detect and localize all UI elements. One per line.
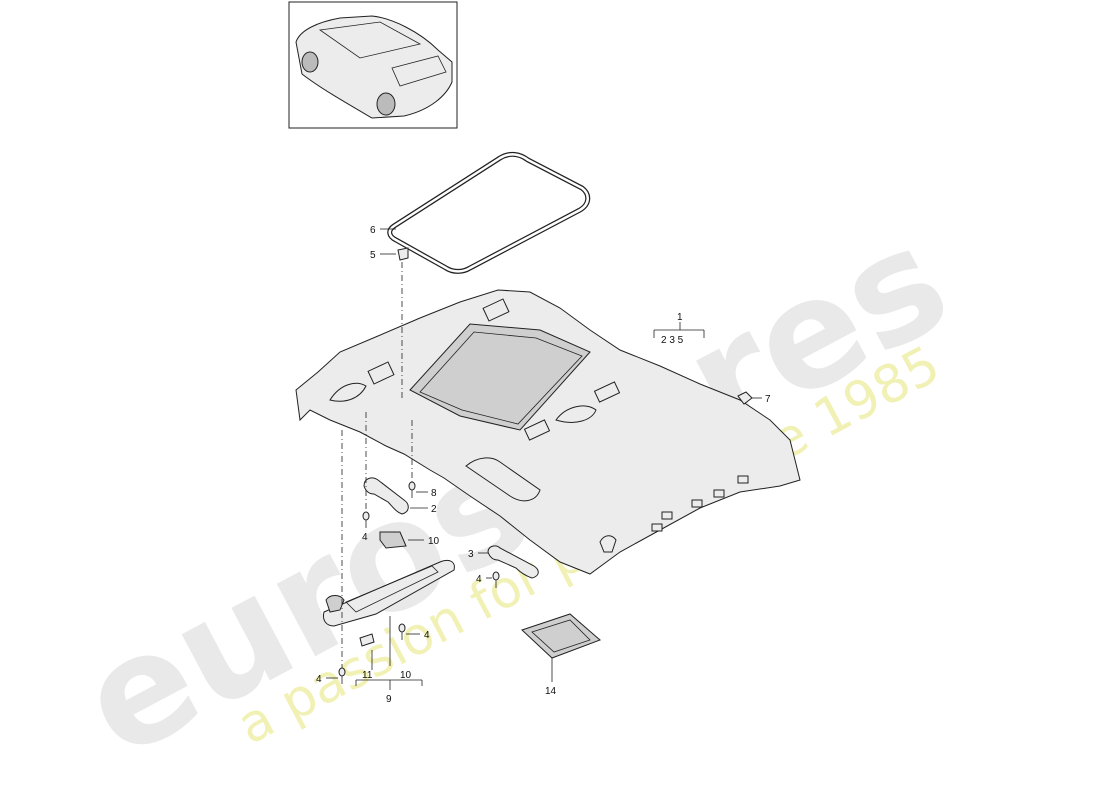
screw-icon [326, 667, 346, 684]
callout-7: 7 [765, 394, 771, 405]
callout-1: 1 [677, 312, 683, 323]
grab-handle-rear [478, 545, 539, 579]
clip-holes [651, 475, 749, 532]
vehicle-thumbnail [288, 1, 458, 129]
callout-6: 6 [370, 225, 376, 236]
callout-14: 14 [545, 686, 557, 697]
callout-labels: 1 2 3 5 6 5 7 8 2 4 10 3 4 4 4 11 10 9 1… [316, 225, 771, 705]
callout-4-front: 4 [362, 532, 368, 543]
callout-4-rear: 4 [476, 574, 482, 585]
callout-10-lamp: 10 [428, 536, 440, 547]
car-body-icon [295, 15, 453, 119]
sunroof-seal [387, 151, 591, 274]
callout-11: 11 [362, 670, 373, 681]
callout-2: 2 [431, 504, 437, 515]
callout-4-visor: 4 [424, 630, 430, 641]
grab-handle-front [363, 477, 428, 515]
callout-10-visor: 10 [400, 670, 412, 681]
clip-5 [380, 247, 409, 261]
leader-lines [355, 228, 705, 690]
sun-visor [323, 559, 455, 627]
callout-4-bottom: 4 [316, 674, 322, 685]
interior-light [521, 613, 601, 659]
callout-3: 3 [468, 549, 474, 560]
callout-1-subparts: 2 3 5 [661, 335, 684, 346]
callout-8: 8 [431, 488, 437, 499]
callout-5: 5 [370, 250, 376, 261]
clip-7 [737, 391, 762, 405]
bulb [359, 633, 375, 647]
reading-lamp [379, 531, 424, 549]
callout-9: 9 [386, 694, 392, 705]
screw-icon [398, 623, 420, 640]
alignment-lines [341, 262, 413, 668]
screw-icon [362, 511, 370, 528]
headliner [295, 289, 801, 575]
screw-icon [486, 571, 500, 588]
